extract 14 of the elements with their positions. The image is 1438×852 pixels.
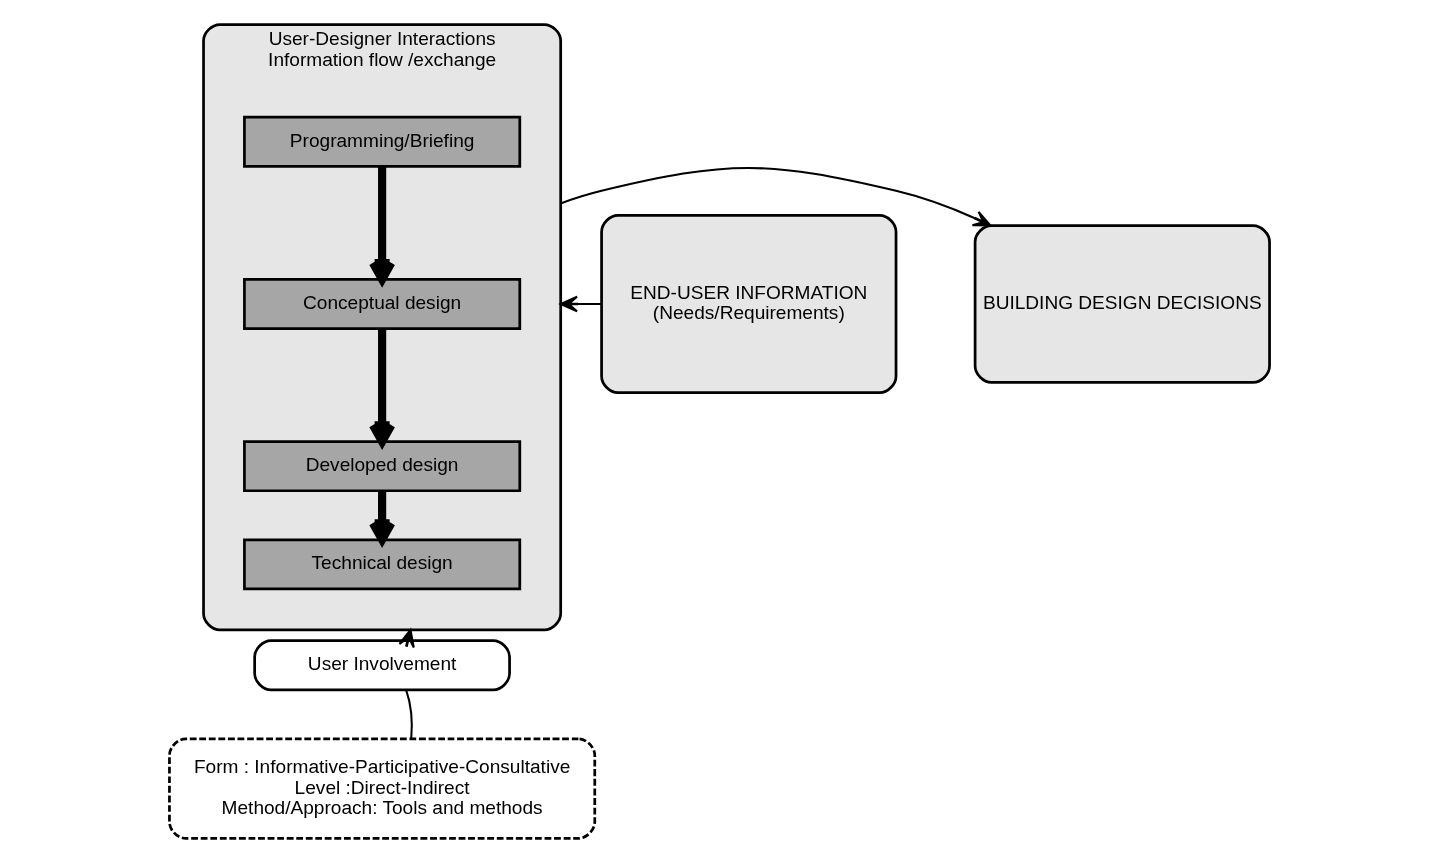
arrow <box>397 628 415 649</box>
node-box: END-USER INFORMATION (Needs/Requirements) <box>599 214 897 394</box>
node-box: BUILDING DESIGN DECISIONS <box>973 224 1271 384</box>
arrow <box>368 491 395 545</box>
arrow <box>559 167 991 227</box>
node-box: Developed design <box>242 440 521 493</box>
node-box: Technical design <box>242 538 521 591</box>
node-box: Form : Informative-Participative-Consultative Level :Direct-Indirect Method/Approach: Tools and methods <box>167 737 596 840</box>
arrow <box>368 328 395 447</box>
connector <box>404 689 413 739</box>
arrow <box>559 295 601 313</box>
node-box: Programming/Briefing <box>242 115 521 168</box>
node-box: Conceptual design <box>242 278 521 330</box>
arrow <box>368 166 395 285</box>
